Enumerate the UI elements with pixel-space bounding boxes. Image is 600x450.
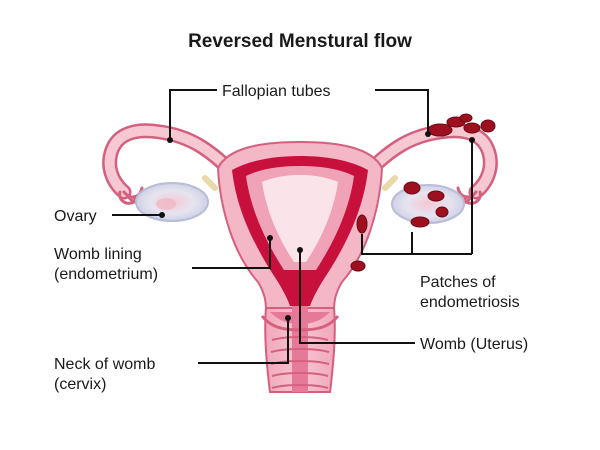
endometriosis-patches: [350, 113, 496, 272]
label-womb-uterus: Womb (Uterus): [420, 336, 528, 353]
diagram-title: Reversed Menstural flow: [188, 31, 412, 52]
label-neck-line2: (cervix): [54, 376, 106, 393]
label-ovary: Ovary: [54, 208, 97, 225]
label-patches-line1: Patches of: [420, 274, 496, 291]
label-womb-lining-line1: Womb lining: [54, 246, 142, 263]
label-patches-line2: endometriosis: [420, 294, 520, 311]
label-fallopian-tubes: Fallopian tubes: [222, 83, 331, 100]
label-neck-line1: Neck of womb: [54, 356, 155, 373]
uterine-cavity: [262, 175, 338, 262]
ovary-right: [391, 184, 465, 224]
labels: Fallopian tubes Ovary Womb lining (endom…: [54, 83, 528, 393]
leader-lines: [112, 89, 475, 364]
label-womb-lining-line2: (endometrium): [54, 266, 158, 283]
